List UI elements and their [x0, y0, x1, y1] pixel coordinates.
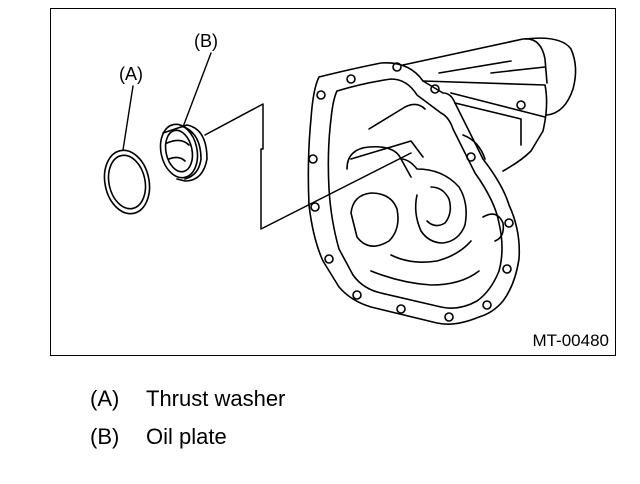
callout-a-label: (A) [119, 64, 143, 84]
callout-b-label: (B) [194, 31, 218, 51]
transmission-case-drawing [103, 37, 577, 325]
legend-key: (A) [90, 386, 120, 411]
legend-label: Thrust washer [146, 386, 286, 411]
oil-plate-part [159, 123, 208, 182]
transmission-case [307, 37, 577, 325]
assembly-guide-line [204, 103, 412, 230]
figure-code: MT-00480 [532, 331, 609, 350]
leader-lines [122, 52, 212, 151]
legend-key: (B) [90, 424, 120, 449]
legend: (A) Thrust washer (B) Oil plate [90, 386, 285, 462]
legend-label: Oil plate [146, 424, 227, 449]
diagram-frame: (A) (B) MT-00480 [50, 8, 616, 356]
thrust-washer-part [103, 149, 151, 215]
legend-item: (A) Thrust washer [90, 386, 285, 424]
legend-item: (B) Oil plate [90, 424, 285, 462]
